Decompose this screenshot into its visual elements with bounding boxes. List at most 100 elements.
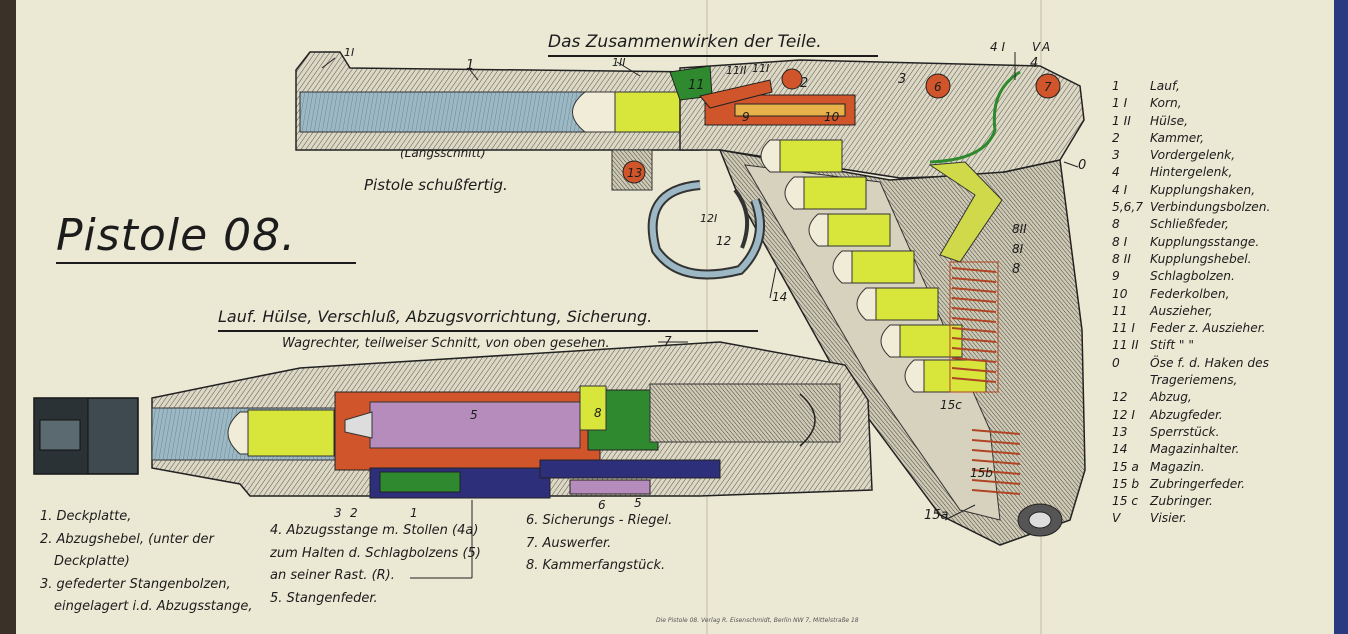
legend-number: 3 xyxy=(1112,148,1120,163)
list-item: 6. Sicherungs - Riegel. xyxy=(526,513,673,528)
callout: 8II xyxy=(1012,222,1027,236)
bottom-middle-list: 4. Abzugsstange m. Stollen (4a) zum Halt… xyxy=(270,520,481,610)
header-top: Das Zusammenwirken der Teile. xyxy=(548,32,822,52)
bottom-pistol xyxy=(151,341,873,499)
front-pin xyxy=(781,68,803,90)
legend-text: Auszieher, xyxy=(1150,303,1213,318)
callout: 6 xyxy=(934,80,942,94)
callout: V xyxy=(1032,40,1041,54)
legend-number: V xyxy=(1112,511,1121,526)
callout: 0 xyxy=(1078,158,1087,173)
legend-text: Abzugfeder. xyxy=(1150,407,1223,422)
frame-edge xyxy=(1334,0,1348,634)
list-item: an seiner Rast. (R). xyxy=(270,568,395,583)
locking-piece xyxy=(622,160,646,184)
list-item: 7. Auswerfer. xyxy=(526,535,612,551)
legend-number: 0 xyxy=(1112,355,1120,370)
legend-number: 1 II xyxy=(1112,113,1131,128)
callout: 8I xyxy=(1012,242,1024,256)
legend-number: 1 I xyxy=(1112,96,1128,111)
legend-text: Korn, xyxy=(1150,96,1182,111)
callout: 4 I xyxy=(990,40,1005,54)
link-part xyxy=(699,79,773,109)
callout: 11II xyxy=(726,64,747,77)
section-subheading: Wagrechter, teilweiser Schnitt, von oben… xyxy=(282,336,610,351)
callout: A xyxy=(1042,40,1051,54)
trigger xyxy=(733,188,750,249)
list-item: 2. Abzugshebel, (unter der xyxy=(40,531,214,547)
bottom-right-list: 6. Sicherungs - Riegel. 7. Auswerfer. 8.… xyxy=(526,510,672,578)
list-item: 4. Abzugsstange m. Stollen (4a) xyxy=(270,523,479,538)
callout: 7 xyxy=(664,334,672,348)
legend-number: 12 xyxy=(1112,390,1128,405)
cartridge xyxy=(614,91,681,133)
cartridge xyxy=(247,409,335,457)
legend-number: 13 xyxy=(1112,424,1128,439)
callout: 1II xyxy=(612,56,626,69)
ready-to-fire-label: Pistole schußfertig. xyxy=(364,176,508,194)
callout: 12I xyxy=(700,212,718,225)
legend-number: 14 xyxy=(1112,442,1128,457)
list-item: 8. Kammerfangstück. xyxy=(526,558,666,573)
section-heading: Lauf. Hülse, Verschluß, Abzugsvorrichtun… xyxy=(218,307,652,326)
legend-text: Kammer, xyxy=(1150,130,1205,145)
legend-text: Hülse, xyxy=(1150,113,1188,128)
magazine-spring xyxy=(971,429,1021,495)
legend-text: Verbindungsbolzen. xyxy=(1150,200,1271,215)
page-fold xyxy=(706,0,708,634)
magazine xyxy=(744,164,1001,521)
callout: 10 xyxy=(824,110,840,124)
legend-text: Vordergelenk, xyxy=(1150,148,1236,163)
legend-number: 15 c xyxy=(1112,494,1139,509)
callout: 15a xyxy=(924,508,949,523)
callout: 15c xyxy=(940,398,962,412)
callout: 7 xyxy=(1044,80,1052,94)
heading-part: Sicherung. xyxy=(566,307,653,326)
legend-text: Trageriemens, xyxy=(1150,373,1238,388)
callout: 2 xyxy=(800,76,809,91)
callout-lines xyxy=(321,52,1079,579)
callout: 5 xyxy=(634,496,642,510)
toggle-pin xyxy=(925,73,951,99)
legend-number: 9 xyxy=(1112,269,1120,284)
legend-text: Schlagbolzen. xyxy=(1150,269,1235,284)
legend-item: 12 I Abzugfeder. xyxy=(1112,407,1312,424)
legend-text: Stift " " xyxy=(1150,338,1194,353)
page-title: Pistole 08. xyxy=(56,210,297,261)
bottom-left-list: 1. Deckplatte, 2. Abzugshebel, (unter de… xyxy=(40,506,252,619)
legend-number: 8 I xyxy=(1112,234,1128,249)
callout: 3 xyxy=(334,506,342,520)
title-underline xyxy=(56,262,356,264)
callout: 15b xyxy=(970,466,993,480)
legend-text: Magazin. xyxy=(1150,459,1205,474)
legend-text: Lauf, xyxy=(1150,79,1180,93)
callout: 14 xyxy=(772,290,788,304)
legend-text: Visier. xyxy=(1150,511,1187,526)
legend-number: 10 xyxy=(1112,286,1128,301)
rear-pin xyxy=(1035,73,1061,99)
legend-text: Kupplungshebel. xyxy=(1150,251,1252,266)
legend-item: 1 I Korn, xyxy=(1112,95,1312,112)
legend-number: 12 I xyxy=(1112,407,1135,422)
callout: 3 xyxy=(898,72,907,87)
callout: 1 xyxy=(410,506,418,520)
callout: 4 xyxy=(1030,56,1039,71)
callout: 1 xyxy=(466,58,475,73)
publisher-footer: Die Pistole 08. Verlag R. Eisenschmidt, … xyxy=(656,617,859,624)
callout: 8 xyxy=(594,406,602,420)
callout: 9 xyxy=(742,110,750,124)
heading-part: Abzugsvorrichtung, xyxy=(405,307,562,326)
legend-text: Sperrstück. xyxy=(1150,424,1220,439)
legend-text: Abzug, xyxy=(1150,390,1192,405)
callout: 11I xyxy=(752,62,770,75)
heading-part: Verschluß, xyxy=(317,307,401,326)
